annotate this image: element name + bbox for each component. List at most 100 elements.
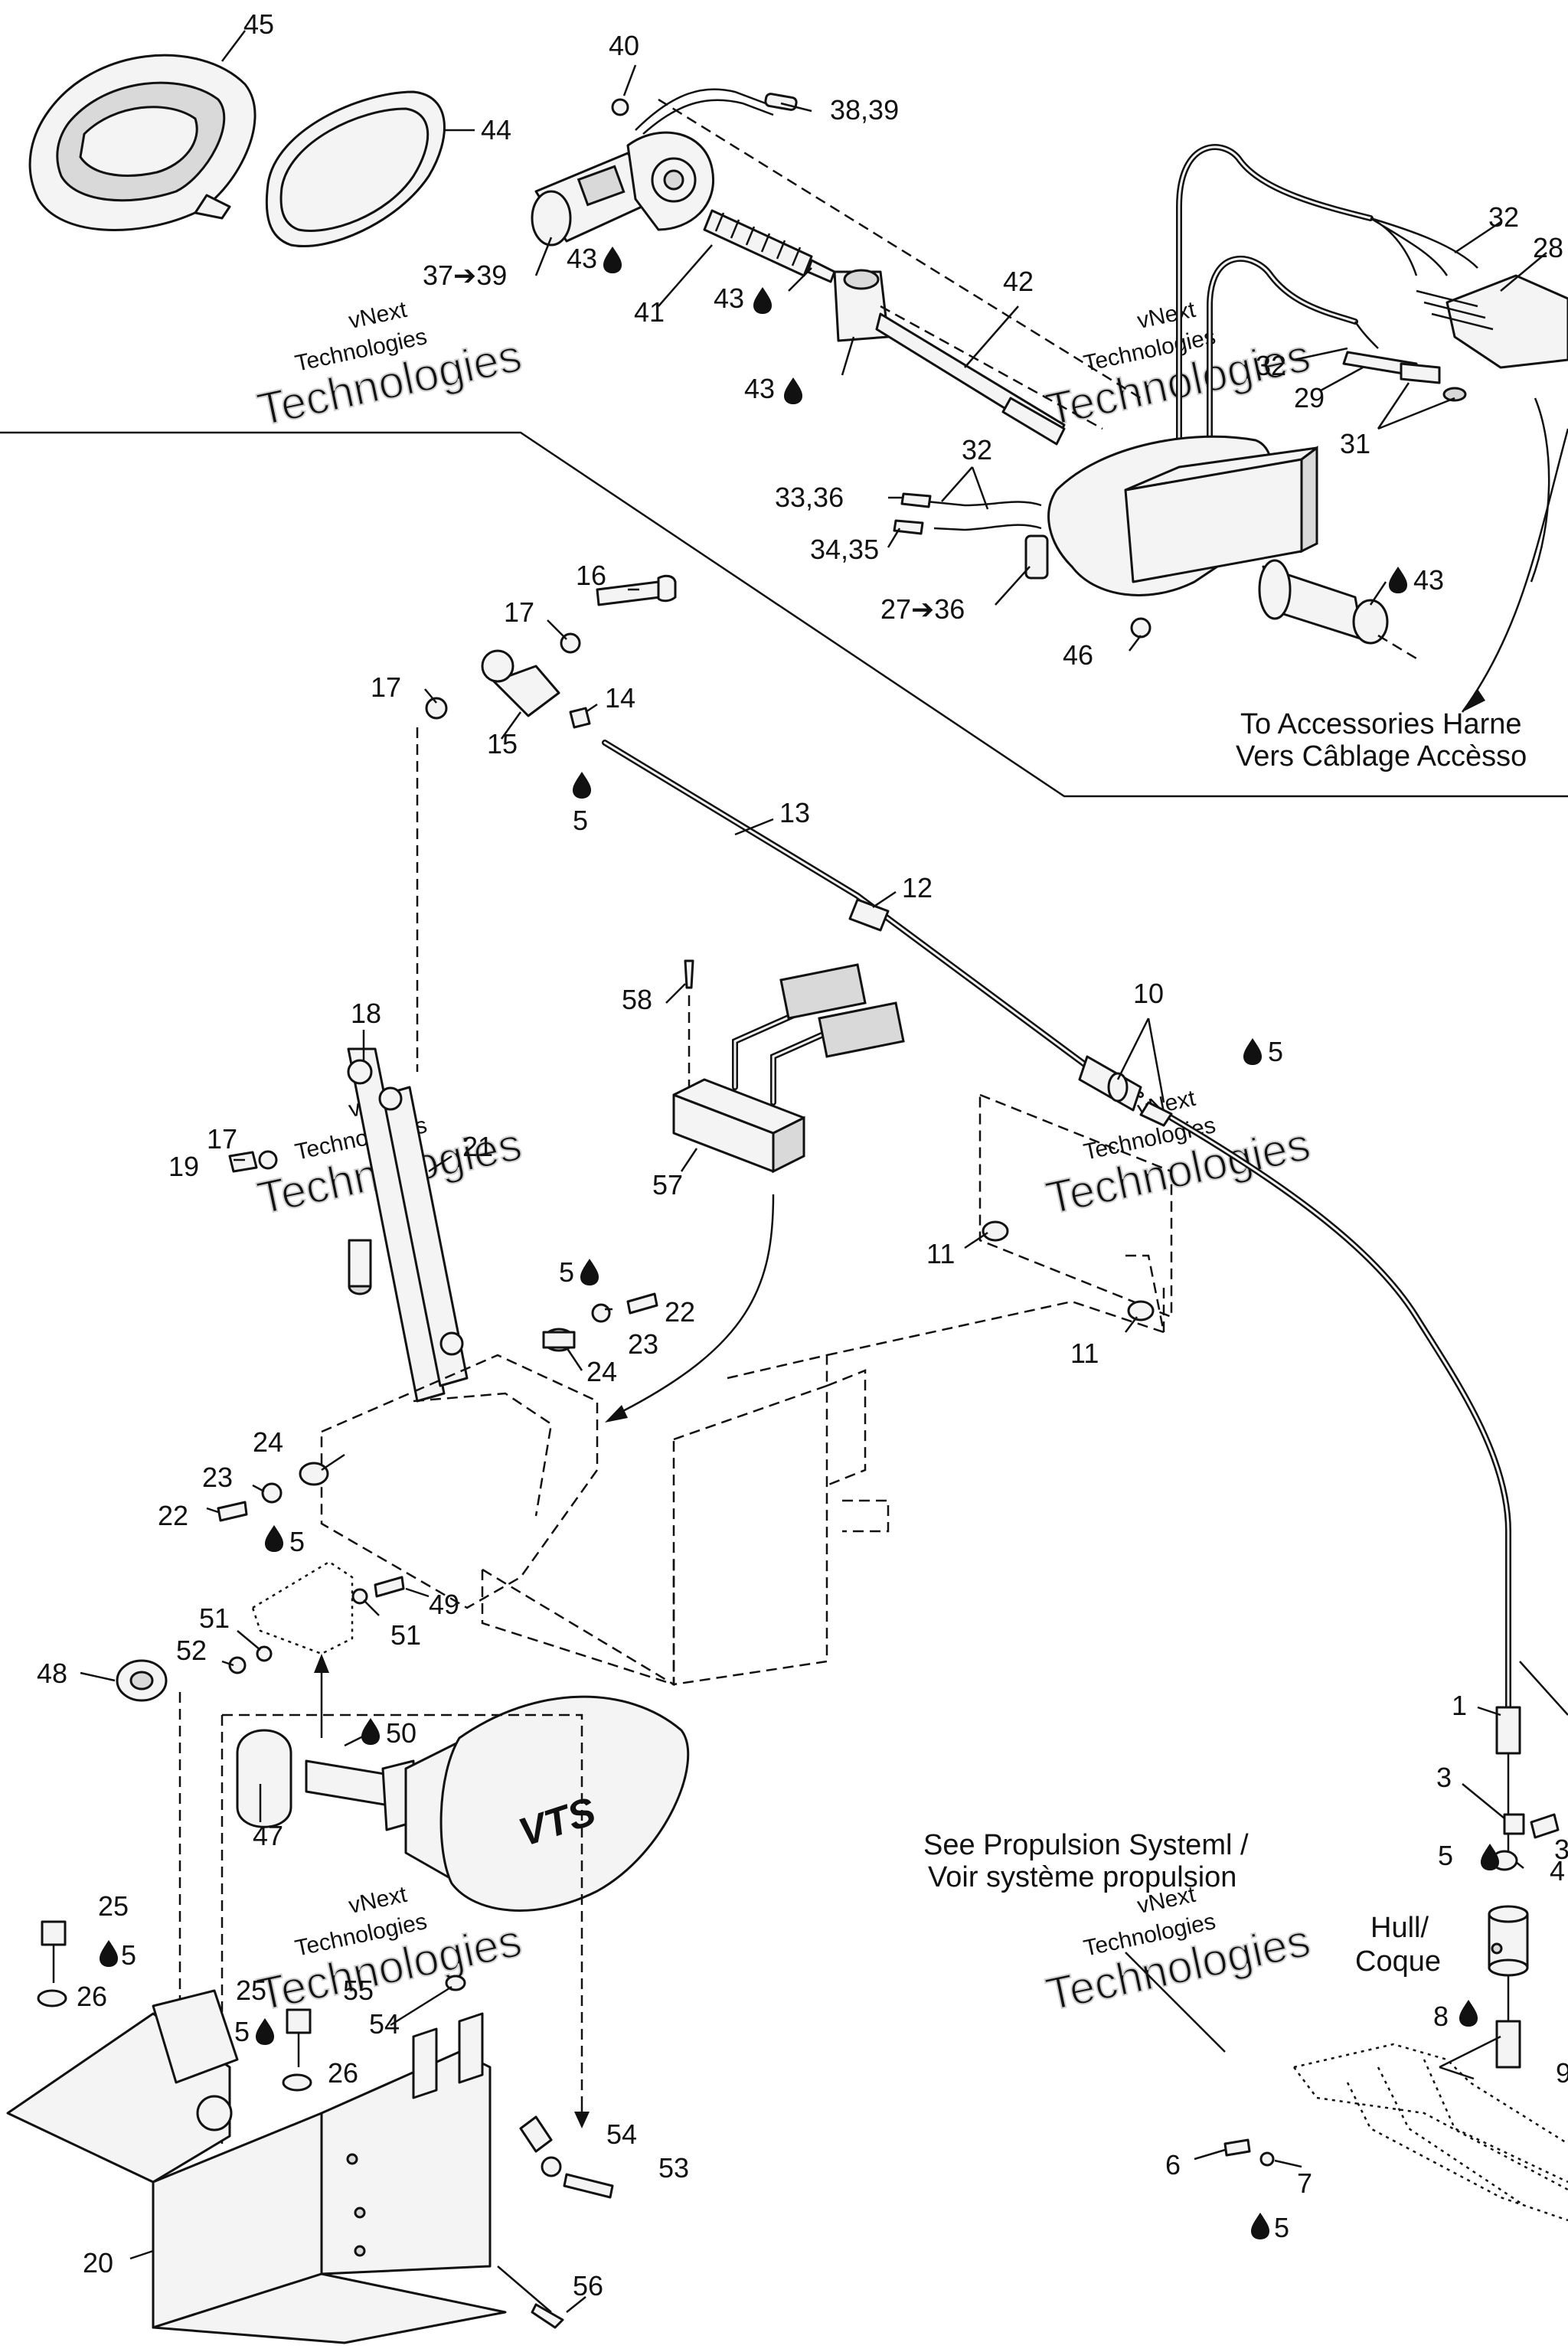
washer <box>351 1588 368 1605</box>
part-label-43: 43 <box>714 283 744 314</box>
washer <box>591 1303 611 1323</box>
part-label-54: 54 <box>606 2118 637 2150</box>
washer <box>37 1989 67 2007</box>
part-label-20: 20 <box>83 2247 113 2278</box>
small-bracket <box>251 1560 354 1655</box>
part-label-28: 28 <box>1533 232 1563 263</box>
washer <box>1259 2151 1275 2167</box>
leader-lines <box>80 30 1547 2313</box>
assembly-line <box>222 1713 583 2098</box>
motor-wire <box>635 88 766 131</box>
lubricant-drop-icon <box>753 287 772 314</box>
washer <box>282 2073 312 2092</box>
part-label-5: 5 <box>1438 1840 1453 1871</box>
lubricant-drop-icon <box>784 377 802 404</box>
assembly-line <box>1377 634 1417 660</box>
lubricant-drop-icon <box>603 247 622 273</box>
part-label-41: 41 <box>634 296 665 328</box>
part-label-6: 6 <box>1165 2149 1181 2180</box>
bolt <box>217 1501 248 1522</box>
part-label-31: 31 <box>1340 428 1370 459</box>
wire <box>933 524 1042 531</box>
part-label-12: 12 <box>902 872 933 903</box>
part-console-cover <box>28 54 256 231</box>
part-label-46: 46 <box>1063 639 1093 671</box>
nut <box>611 98 629 116</box>
part-label-5: 5 <box>121 1939 136 1971</box>
notes: To Accessories Harne Vers Câblage Accèss… <box>923 708 1527 1978</box>
part-label-34-35: 34,35 <box>810 534 879 565</box>
bushing <box>299 1462 329 1486</box>
part-label-55: 55 <box>343 1975 374 2006</box>
hull-note: Hull/ <box>1370 1912 1429 1944</box>
part-label-51: 51 <box>199 1602 230 1634</box>
part-label-32: 32 <box>1256 350 1286 381</box>
screw <box>1223 2138 1251 2157</box>
lubricant-drop-icon <box>1481 1844 1499 1870</box>
part-label-32: 32 <box>1488 201 1519 233</box>
lubricant-drop-icon <box>1389 567 1407 593</box>
connector <box>764 93 798 111</box>
part-number-labels: 45 44 40 38,39 37➔39 43 41 43 43 42 32 2… <box>37 8 1568 2301</box>
lubricant-drop-icon <box>1251 2213 1269 2239</box>
bolt <box>374 1576 405 1598</box>
lubricant-drop-icon <box>580 1259 599 1285</box>
part-label-5: 5 <box>1268 1036 1283 1067</box>
terminal <box>893 519 924 535</box>
clip <box>1530 1813 1560 1839</box>
part-connector-28 <box>1370 217 1568 369</box>
washer <box>541 2156 562 2177</box>
washer <box>261 1482 283 1504</box>
part-label-58: 58 <box>622 984 652 1015</box>
part-label-11: 11 <box>1070 1338 1099 1369</box>
part-label-43: 43 <box>567 243 597 274</box>
part-label-5: 5 <box>559 1256 574 1288</box>
part-ball-joint <box>492 665 560 717</box>
part-label-56: 56 <box>573 2270 603 2301</box>
part-label-53: 53 <box>658 2152 689 2184</box>
lubricant-drop-icon <box>1243 1038 1262 1065</box>
part-label-23: 23 <box>628 1328 658 1360</box>
part-label-49: 49 <box>429 1589 459 1620</box>
part-label-8: 8 <box>1433 2001 1449 2032</box>
lubricant-drop-icon <box>100 1940 118 1967</box>
washer <box>425 697 448 720</box>
part-screw <box>684 959 694 989</box>
washer <box>1127 1300 1155 1321</box>
part-label-25: 25 <box>98 1890 129 1922</box>
part-label-51: 51 <box>390 1619 421 1651</box>
part-label-25: 25 <box>236 1975 266 2006</box>
part-label-43: 43 <box>744 373 775 404</box>
part-label-18: 18 <box>351 998 381 1029</box>
part-gasket-ring <box>265 90 446 247</box>
lubricant-drop-icon <box>265 1525 283 1552</box>
clip <box>1503 1813 1525 1835</box>
accessories-curve <box>1530 397 1550 583</box>
part-label-37-39: 37➔39 <box>423 260 507 291</box>
washer <box>982 1220 1009 1242</box>
lubricant-drop-icon <box>256 2018 274 2045</box>
hull-note-fr: Coque <box>1355 1945 1441 1978</box>
part-label-14: 14 <box>605 682 635 714</box>
section-divider-line <box>0 431 1568 798</box>
part-connector-29 <box>1342 321 1467 402</box>
part-label-44: 44 <box>481 114 511 145</box>
part-label-42: 42 <box>1003 266 1034 297</box>
part-label-26: 26 <box>77 1981 107 2012</box>
part-label-47: 47 <box>253 1820 283 1851</box>
assembly-line <box>880 305 1103 430</box>
bracket-outline <box>320 1354 599 1609</box>
part-label-33-36: 33,36 <box>775 482 844 513</box>
nut <box>228 1151 258 1173</box>
lubricant-drop-icon <box>361 1718 380 1745</box>
part-label-13: 13 <box>779 797 810 828</box>
bracket-outline <box>672 1384 828 1686</box>
nut <box>569 707 591 729</box>
part-label-10: 10 <box>1133 978 1164 1009</box>
clip <box>519 2115 553 2153</box>
part-hull-fitting <box>1488 1905 1529 1977</box>
bracket-outline <box>1125 1254 1165 1333</box>
bracket-outline <box>413 1392 553 1517</box>
rivet <box>531 2303 564 2329</box>
part-label-5: 5 <box>234 2016 250 2047</box>
